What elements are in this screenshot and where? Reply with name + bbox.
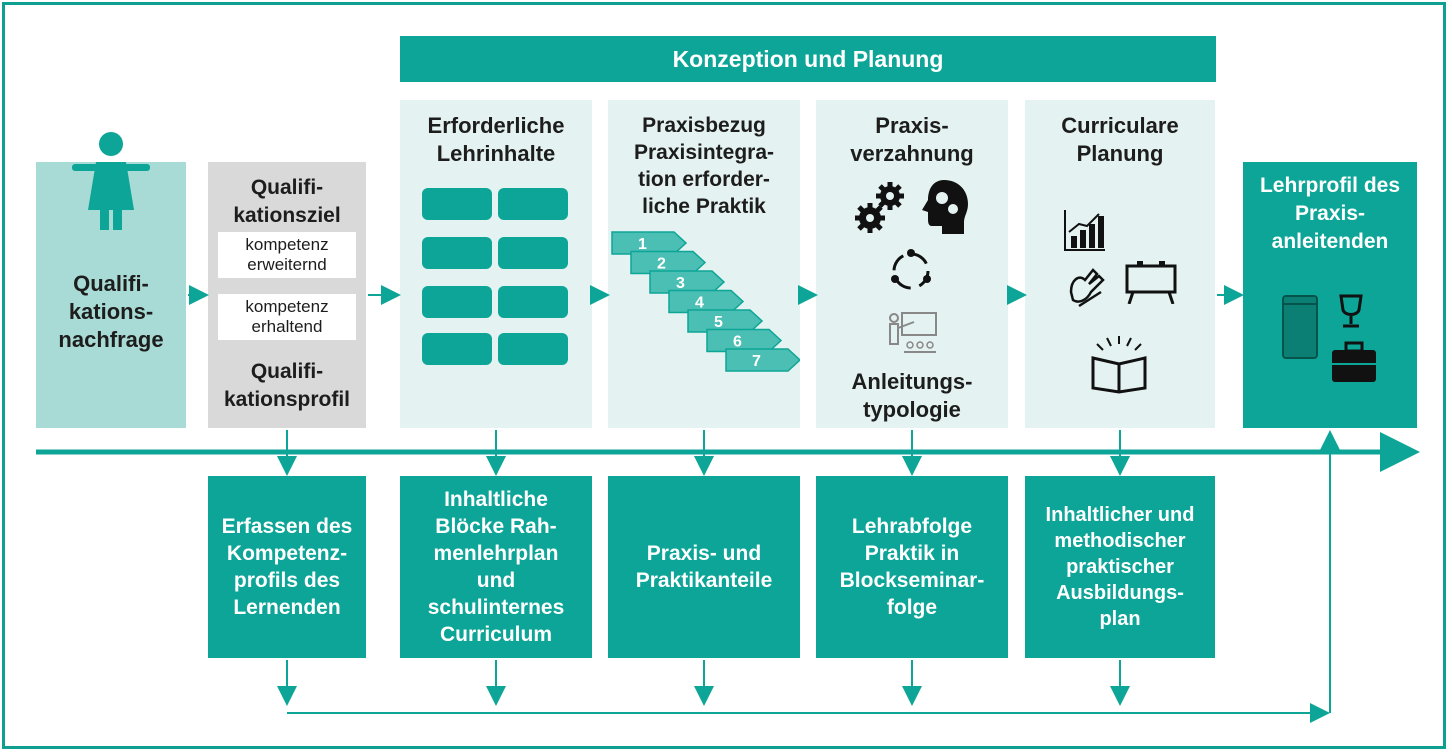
phase-practice-title: Praxisbezug Praxisintegra- tion erforder…	[633, 114, 775, 218]
content-block	[422, 188, 492, 220]
banner-label: Konzeption und Planung	[672, 45, 944, 72]
step-arrow: 6	[706, 328, 783, 353]
content-block	[422, 237, 492, 269]
gears-icon	[855, 182, 904, 233]
bar-chart-icon	[1064, 210, 1105, 251]
competence-expanding-option: kompetenz erweiternd	[218, 232, 356, 278]
content-block	[498, 333, 568, 365]
step-arrow: 4	[668, 289, 745, 314]
output-training-plan-label: Inhaltlicher und methodischer praktische…	[1045, 504, 1195, 630]
phase-practice-box: Praxisbezug Praxisintegra- tion erforder…	[608, 100, 800, 428]
qualification-demand-box: Qualifi- kations- nachfrage	[36, 132, 186, 428]
step-number: 1	[638, 236, 647, 253]
content-block	[498, 188, 568, 220]
sign-language-icon	[1069, 268, 1105, 308]
qualification-demand-label: Qualifi- kations- nachfrage	[58, 271, 164, 352]
output-teaching-sequence: Lehrabfolge Praktik in Blockseminar- fol…	[816, 476, 1008, 658]
content-block	[498, 286, 568, 318]
result-profile-label: Lehrprofil des Praxis- anleitenden	[1259, 174, 1401, 253]
output-content-blocks-label: Inhaltliche Blöcke Rah- menlehrplan und …	[427, 488, 565, 646]
conception-banner: Konzeption und Planung	[400, 36, 1216, 82]
step-number: 5	[714, 314, 723, 331]
briefcase-icon	[1332, 341, 1376, 382]
result-profile-box: Lehrprofil des Praxis- anleitenden	[1243, 162, 1417, 428]
whiteboard-icon	[1125, 261, 1177, 304]
step-arrow: 7	[725, 348, 800, 372]
teacher-presentation-icon	[889, 312, 937, 353]
step-arrow: 2	[630, 250, 707, 275]
output-content-blocks: Inhaltliche Blöcke Rah- menlehrplan und …	[400, 476, 592, 658]
step-number: 6	[733, 334, 742, 351]
content-block	[422, 286, 492, 318]
certificate-scroll-icon	[1282, 295, 1318, 359]
step-arrow: 5	[687, 309, 764, 333]
step-arrow: 1	[611, 231, 688, 255]
step-arrow: 3	[649, 270, 726, 294]
phase-curriculum-box: Curriculare Planung	[1025, 100, 1215, 428]
phase-content-box: Erforderliche Lehrinhalte	[400, 100, 592, 428]
output-practice-shares-label: Praxis- und Praktikanteile	[635, 542, 773, 592]
trophy-icon	[1339, 294, 1363, 328]
phase-interlock-box: Praxis- verzahnung Anleitungs- typologie	[816, 100, 1008, 428]
output-training-plan: Inhaltlicher und methodischer praktische…	[1025, 476, 1215, 658]
phase-curriculum-title: Curriculare Planung	[1061, 113, 1179, 166]
qualification-goal-title: Qualifi- kationsziel	[233, 176, 341, 227]
step-number: 2	[657, 256, 666, 273]
output-competence-profile-label: Erfassen des Kompetenz- profils des Lern…	[221, 515, 353, 619]
open-book-icon	[1091, 336, 1147, 394]
guidance-typology-label: Anleitungs- typologie	[851, 369, 973, 422]
step-number: 3	[676, 275, 685, 292]
competence-maintaining-option: kompetenz erhaltend	[218, 294, 356, 340]
phase-content-title: Erforderliche Lehrinhalte	[427, 113, 565, 166]
woman-icon	[72, 132, 150, 230]
qualification-goal-box: Qualifi- kationsziel kompetenz erweitern…	[208, 162, 366, 428]
output-competence-profile: Erfassen des Kompetenz- profils des Lern…	[208, 476, 366, 658]
output-practice-shares: Praxis- und Praktikanteile	[608, 476, 800, 658]
output-teaching-sequence-label: Lehrabfolge Praktik in Blockseminar- fol…	[839, 515, 985, 619]
step-number: 7	[752, 353, 761, 370]
content-block	[422, 333, 492, 365]
qualification-profile-title: Qualifi- kationsprofil	[223, 360, 350, 411]
cycle-icon	[891, 249, 931, 290]
step-number: 4	[695, 295, 704, 312]
phase-interlock-title: Praxis- verzahnung	[850, 113, 974, 166]
head-gears-icon	[922, 180, 968, 234]
content-block	[498, 237, 568, 269]
